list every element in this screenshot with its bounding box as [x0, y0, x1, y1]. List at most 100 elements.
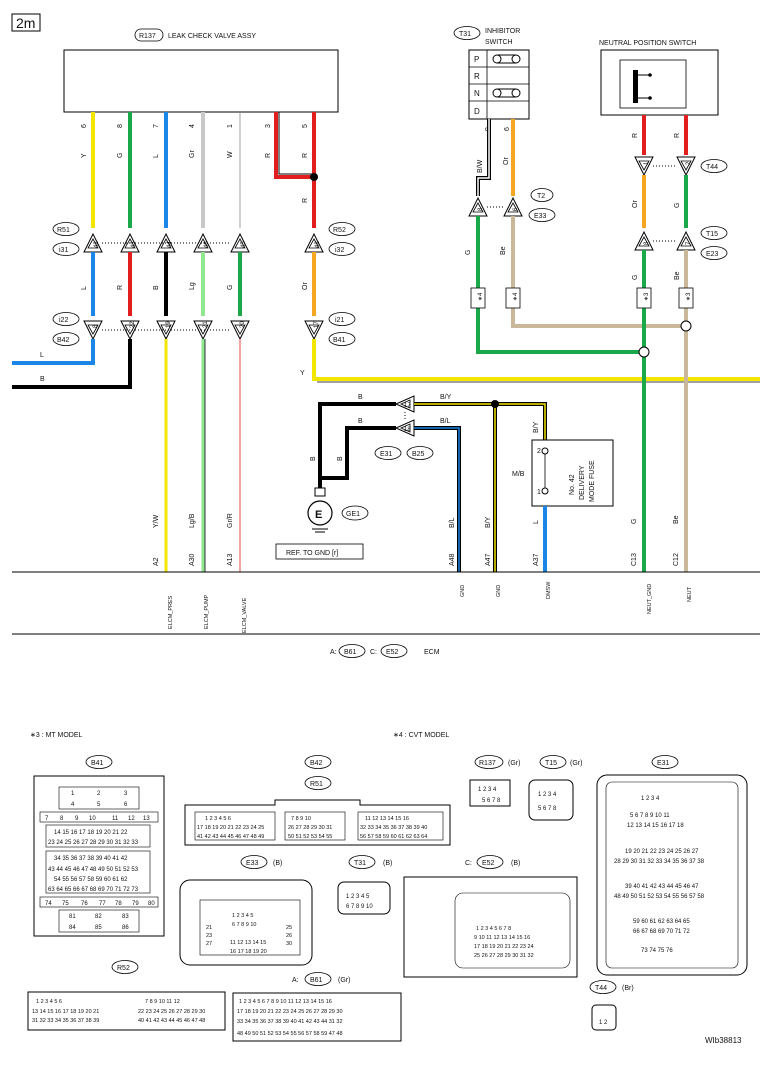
svg-text:17 18 19 20 21 22 23 24 25 26: 17 18 19 20 21 22 23 24 25 26 27 28 29 3… — [237, 1009, 343, 1015]
wire-label: Lg/B — [189, 513, 196, 528]
svg-text:28 29 30 31 32 33 34 35 36 37: 28 29 30 31 32 33 34 35 36 37 38 — [614, 859, 705, 865]
conn-code: i32 — [335, 247, 344, 254]
view-badge — [589, 980, 617, 994]
svg-text:1 2 3 4 5 6 7 8 9 10 11 12 13: 1 2 3 4 5 6 7 8 9 10 11 12 13 14 15 16 — [239, 999, 332, 1005]
svg-text:54 55 56 57 58 59 60 61 62: 54 55 56 57 58 59 60 61 62 — [54, 877, 128, 883]
wire-be-t2 — [511, 216, 686, 328]
ecm-pin: C13 — [631, 553, 638, 566]
wire-label: Lg — [189, 282, 196, 290]
conn-code: T15 — [706, 231, 718, 238]
svg-text:17 18 19 20 21 22 23 24: 17 18 19 20 21 22 23 24 — [474, 944, 534, 950]
svg-text:12 13 14 15 16 17 18: 12 13 14 15 16 17 18 — [627, 823, 684, 829]
conn-badge — [52, 312, 80, 326]
t31-contact — [511, 54, 521, 64]
pin-num: 42 — [315, 241, 321, 248]
r137-pin: 4 — [189, 124, 196, 128]
svg-text:1 2 3 4 5: 1 2 3 4 5 — [346, 894, 370, 900]
wire-label: B — [310, 456, 317, 461]
svg-text:40 41 42 43 44 45 46 47 48: 40 41 42 43 44 45 46 47 48 — [138, 1018, 205, 1024]
view-b61 — [232, 992, 402, 1042]
view-t31 — [337, 881, 391, 915]
wire-label: G — [227, 285, 234, 290]
wire-bw-inner — [477, 119, 490, 196]
wire-label: G — [117, 153, 124, 158]
note-cvt: ∗4 : CVT MODEL — [393, 732, 449, 739]
ecm-signal: NEUT — [687, 586, 693, 602]
wire-label: L — [40, 352, 44, 359]
view-badge — [304, 755, 332, 769]
svg-text:9 10 11 12 13 14 15 16: 9 10 11 12 13 14 15 16 — [474, 935, 530, 941]
pin-num: 17 — [314, 321, 320, 328]
r137-pin: 8 — [117, 124, 124, 128]
wire-l-out — [12, 339, 95, 365]
svg-text:5 6 7 8 9 10 11: 5 6 7 8 9 10 11 — [630, 813, 670, 819]
t31-pos: N — [474, 89, 480, 98]
conn-badge — [406, 446, 434, 460]
svg-text:1 2 3 4 5: 1 2 3 4 5 — [232, 913, 253, 919]
wire-label: B/Y — [440, 394, 452, 401]
page-tag: 2m — [16, 15, 35, 31]
ecm-prefix: A: — [330, 649, 337, 656]
t31-pin: 6 — [504, 127, 511, 131]
svg-text:77: 77 — [99, 901, 106, 907]
svg-text:16 17 18 19 20: 16 17 18 19 20 — [230, 949, 267, 955]
view-prefix: A: — [292, 977, 299, 984]
conn-tri — [468, 197, 488, 217]
view-t15 — [528, 779, 574, 821]
conn-code: E31 — [380, 451, 393, 458]
pin-num: 6 — [513, 207, 519, 211]
conn-badge — [700, 159, 728, 173]
ecm-signal: GND — [496, 585, 502, 597]
wire-label: B — [337, 456, 344, 461]
ecm-signal: ELCM_PUMP — [204, 594, 210, 629]
svg-text:43 44 45 46 47 48 49 50 51 52: 43 44 45 46 47 48 49 50 51 52 53 — [48, 867, 139, 873]
view-color: (Gr) — [570, 760, 582, 767]
svg-text:19 20 21 22 23 24 25 26 27: 19 20 21 22 23 24 25 26 27 — [625, 849, 699, 855]
ecm-signal: ELCM_VALVE — [242, 597, 248, 633]
ecm-badge — [380, 644, 408, 658]
conn-badge — [328, 332, 356, 346]
t31-contact — [492, 54, 502, 64]
svg-text:84: 84 — [69, 925, 76, 931]
wire-label: B — [358, 418, 363, 425]
ecm-label: ECM — [424, 649, 440, 656]
ecm-pin: A47 — [485, 553, 492, 566]
view-code: B61 — [310, 977, 323, 984]
svg-text:1 2 3 4 5 6: 1 2 3 4 5 6 — [205, 816, 231, 822]
r137-pin: 3 — [265, 124, 272, 128]
svg-text:5: 5 — [97, 802, 101, 808]
svg-text:78: 78 — [115, 901, 122, 907]
wire-label: Be — [673, 515, 680, 524]
wire-bw — [476, 119, 491, 196]
svg-text:73 74 75 76: 73 74 75 76 — [641, 948, 673, 954]
wire-label: B/Y — [485, 516, 492, 528]
conn-badge — [328, 312, 356, 326]
ecm-pin: A13 — [227, 553, 234, 566]
view-color: (Gr) — [508, 760, 520, 767]
wire-label: B — [153, 285, 160, 290]
svg-text:82: 82 — [95, 914, 102, 920]
conn-code: R51 — [57, 227, 70, 234]
svg-text:86: 86 — [122, 925, 129, 931]
svg-text:1 2: 1 2 — [599, 1020, 608, 1026]
svg-text:7 8 9 10: 7 8 9 10 — [291, 816, 311, 822]
pin-num: 42 — [94, 241, 100, 248]
t31-code: T31 — [459, 31, 471, 38]
wire-label: R — [632, 133, 639, 138]
conn-tri — [634, 156, 654, 176]
ecm-pin: A2 — [153, 557, 160, 566]
view-color: (Gr) — [338, 977, 350, 984]
wire-label: Be — [500, 246, 507, 255]
svg-text:14 15 16 17 18 19 20 21 22: 14 15 16 17 18 19 20 21 22 — [54, 830, 128, 836]
pin-num: 43 — [131, 241, 137, 248]
fuse-pin: 2 — [537, 448, 541, 455]
ground-ref: REF. TO GND [r] — [286, 550, 338, 557]
wire-label: L — [81, 286, 88, 290]
conn-tri — [83, 320, 103, 340]
conn-badge — [528, 208, 556, 222]
fuse-mb: M/B — [512, 471, 525, 478]
ecm-badge — [338, 644, 366, 658]
svg-text:63 64 65 66 67 68 69 70 71 72: 63 64 65 66 67 68 69 70 71 72 73 — [48, 887, 139, 893]
wire-b-gnd1 — [318, 402, 396, 488]
pin-num: 22 — [130, 321, 136, 328]
